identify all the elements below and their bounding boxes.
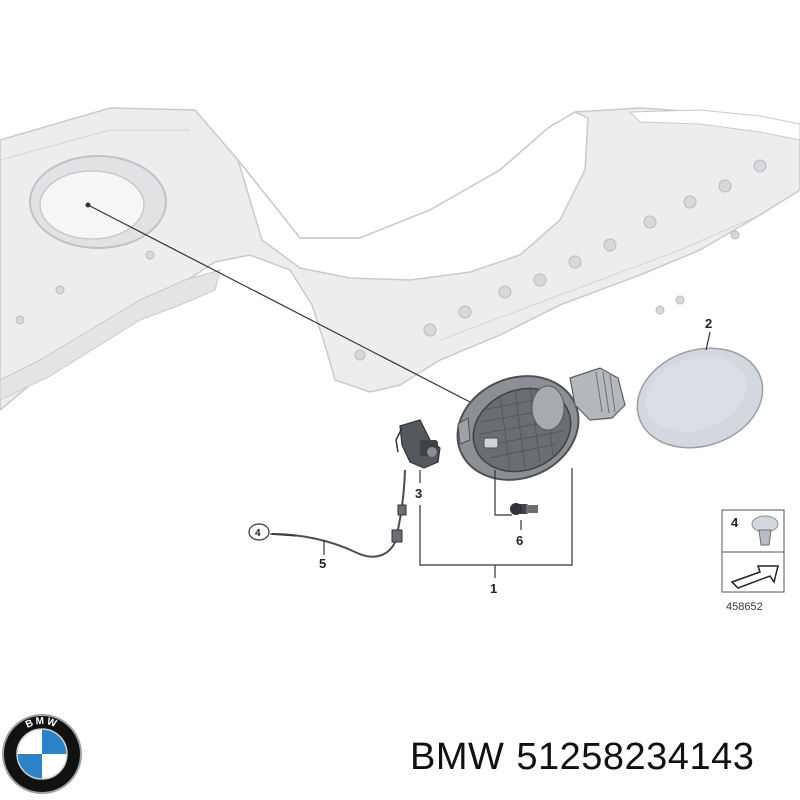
callout-1: 1 (490, 581, 497, 596)
release-cable (271, 469, 406, 558)
svg-text:BMW: BMW (24, 716, 60, 731)
legend-box: 4 458652 (721, 509, 785, 613)
caption-brand: BMW (410, 736, 505, 778)
part-caption: BMW 51258234143 (410, 736, 790, 786)
fuel-door-housing (456, 367, 626, 481)
arrow-icon (730, 565, 779, 589)
lower-flange (0, 269, 221, 401)
bmw-logo: BMW (2, 714, 82, 794)
caption-part-number: 51258234143 (516, 736, 755, 778)
leader-line-recess (87, 204, 471, 403)
callout-4: 4 (255, 528, 261, 539)
reference-number: 458652 (726, 601, 763, 613)
leader-dot (85, 202, 91, 208)
callout-6: 6 (516, 533, 523, 548)
wheel-arch-cutout (237, 111, 589, 281)
callout-leaders (269, 331, 711, 578)
callout-2: 2 (705, 316, 712, 331)
screw (510, 503, 538, 515)
fuel-recess-inner (39, 170, 145, 240)
callout-3: 3 (415, 486, 422, 501)
legend-label: 4 (731, 515, 739, 530)
window-cutout (628, 109, 800, 141)
rear-side-panel-illustration (0, 107, 800, 411)
actuator-motor (395, 419, 441, 469)
callout-4-circle: 4 (248, 523, 270, 541)
callout-5: 5 (319, 556, 326, 571)
fuel-door-cover (636, 347, 764, 449)
